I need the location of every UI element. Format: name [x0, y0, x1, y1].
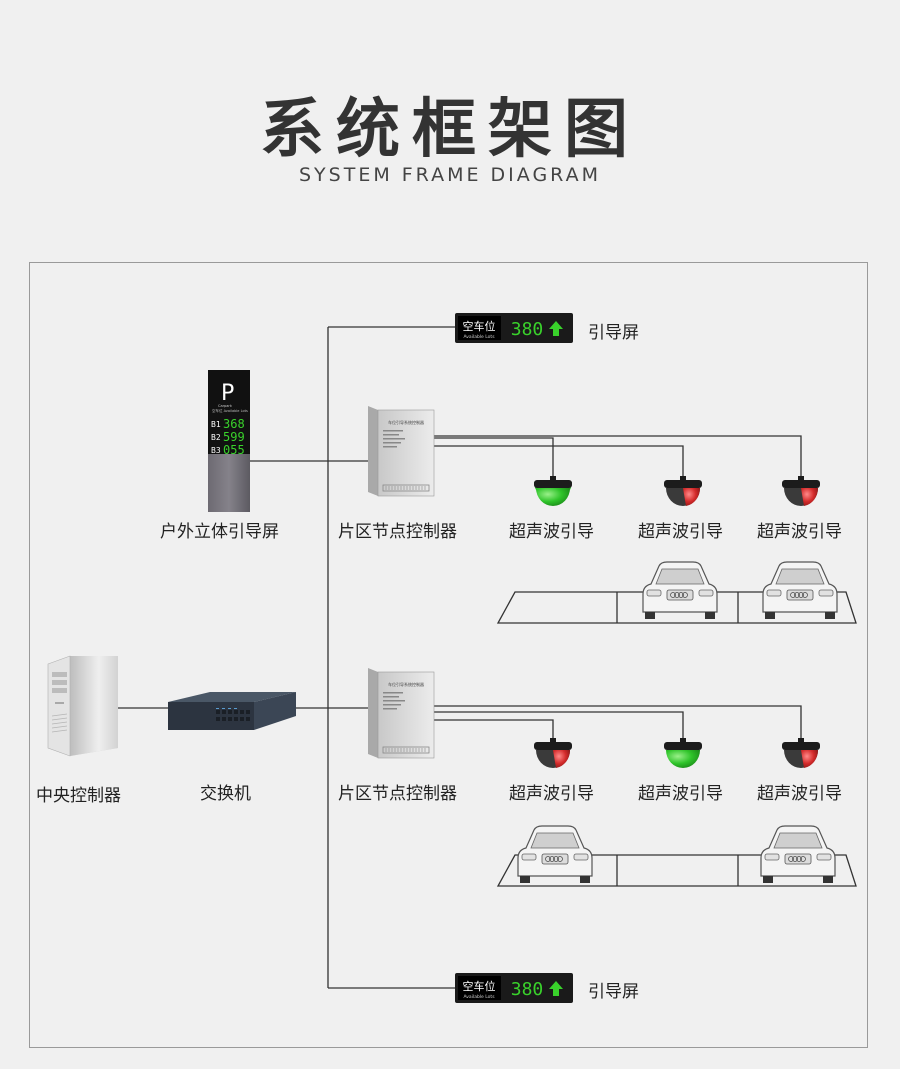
label-top-sign: 引导屏 [588, 323, 639, 343]
label-sensor-2-1: 超声波引导 [509, 784, 594, 804]
pillar-count-3: 055 [223, 443, 245, 457]
pillar-count-1: 368 [223, 417, 245, 431]
label-sensor-2-2: 超声波引导 [638, 784, 723, 804]
diagram-subtitle: SYSTEM FRAME DIAGRAM [298, 164, 601, 186]
controller-box-text: 车位引导系统控制器 [388, 681, 424, 687]
ultrasonic-sensor-1-2 [664, 476, 702, 506]
label-zone-controller-1: 片区节点控制器 [338, 522, 457, 542]
label-outdoor-screen: 户外立体引导屏 [160, 522, 279, 542]
connection-lines [118, 326, 802, 989]
network-switch [168, 692, 296, 730]
label-sensor-1-3: 超声波引导 [757, 522, 842, 542]
sign-left-subtext: Available Lots [463, 994, 495, 1000]
label-switch: 交换机 [200, 784, 251, 804]
ctrl1-sensor2-line [432, 445, 684, 480]
car-icon [517, 825, 593, 883]
outdoor-pillar-screen: P Carpark 空车位 Available Lots B1 368 B2 5… [208, 370, 250, 512]
diagram-title: 系统框架图 [260, 93, 640, 167]
guide-sign-bottom: 空车位 Available Lots 380 [455, 973, 573, 1003]
car-icon [642, 561, 718, 619]
zone-controller-box-1: 车位引导系统控制器 [368, 406, 435, 497]
pillar-level-1: B1 [211, 420, 221, 429]
ultrasonic-sensor-1-1 [534, 476, 572, 506]
pillar-count-2: 599 [223, 430, 245, 444]
diagram-frame [29, 262, 868, 1048]
label-sensor-2-3: 超声波引导 [757, 784, 842, 804]
parking-bays-row-1 [496, 591, 857, 624]
ctrl1-sensor1-line [432, 437, 554, 480]
up-arrow-icon [549, 321, 563, 336]
sign-count: 380 [511, 979, 544, 1000]
car-icon [760, 825, 836, 883]
car-icon [762, 561, 838, 619]
ultrasonic-sensor-1-3 [782, 476, 820, 506]
sensors-row-1 [534, 476, 820, 506]
sign-left-subtext: Available Lots [463, 334, 495, 340]
ctrl2-sensor2-line [432, 711, 684, 742]
sign-count: 380 [511, 319, 544, 340]
up-arrow-icon [549, 981, 563, 996]
label-bottom-sign: 引导屏 [588, 982, 639, 1002]
ctrl2-sensor3-line [432, 705, 802, 742]
label-sensor-1-2: 超声波引导 [638, 522, 723, 542]
guide-sign-top: 空车位 Available Lots 380 [455, 313, 573, 343]
pillar-header: 空车位 Available Lots [212, 408, 248, 413]
pillar-letter: P [221, 381, 234, 406]
pillar-sub: Carpark [218, 404, 233, 408]
sensors-row-2 [534, 738, 820, 768]
pillar-level-2: B2 [211, 433, 221, 442]
ultrasonic-sensor-2-1 [534, 738, 572, 768]
sign-left-text: 空车位 [463, 979, 496, 993]
parked-cars [517, 561, 838, 883]
ultrasonic-sensor-2-3 [782, 738, 820, 768]
label-sensor-1-1: 超声波引导 [509, 522, 594, 542]
parking-bays-row-2 [496, 854, 857, 887]
ultrasonic-sensor-2-2 [664, 738, 702, 768]
label-central-controller: 中央控制器 [36, 786, 121, 806]
zone-controller-box-2: 车位引导系统控制器 [368, 668, 435, 759]
ctrl1-sensor3-line [432, 435, 802, 480]
label-zone-controller-2: 片区节点控制器 [338, 784, 457, 804]
sign-left-text: 空车位 [463, 319, 496, 333]
pillar-level-3: B3 [211, 446, 221, 455]
ctrl2-sensor1-line [432, 719, 554, 742]
central-controller-pc [47, 655, 118, 757]
controller-box-text: 车位引导系统控制器 [388, 419, 424, 425]
